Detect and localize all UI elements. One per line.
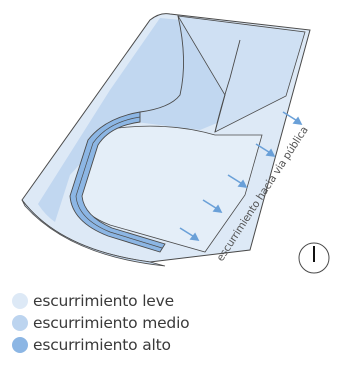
ridge-line <box>139 15 185 113</box>
north-arrow-icon <box>298 242 330 274</box>
legend-swatch-alto <box>12 337 28 353</box>
legend-item-leve: escurrimiento leve <box>12 290 189 312</box>
runoff-arrow <box>282 111 303 126</box>
legend-swatch-leve <box>12 293 28 309</box>
legend-item-alto: escurrimiento alto <box>12 334 189 356</box>
runoff-arrow <box>202 199 223 214</box>
channel-inner-line <box>75 116 163 249</box>
runoff-arrow <box>227 174 248 189</box>
legend-swatch-medio <box>12 315 28 331</box>
legend-label: escurrimiento leve <box>33 292 174 310</box>
runoff-arrows <box>179 111 303 242</box>
legend-label: escurrimiento medio <box>33 314 190 332</box>
runoff-arrow <box>179 227 200 242</box>
legend: escurrimiento leve escurrimiento medio e… <box>12 290 190 356</box>
legend-label: escurrimiento alto <box>33 336 171 354</box>
terrain-front-edge <box>21 199 166 267</box>
high-runoff-channel <box>69 111 166 253</box>
upper-slope-panel <box>177 15 306 133</box>
legend-item-medio: escurrimiento medio <box>12 312 190 334</box>
runoff-arrow <box>255 143 276 158</box>
ridge-line-2 <box>214 39 241 133</box>
